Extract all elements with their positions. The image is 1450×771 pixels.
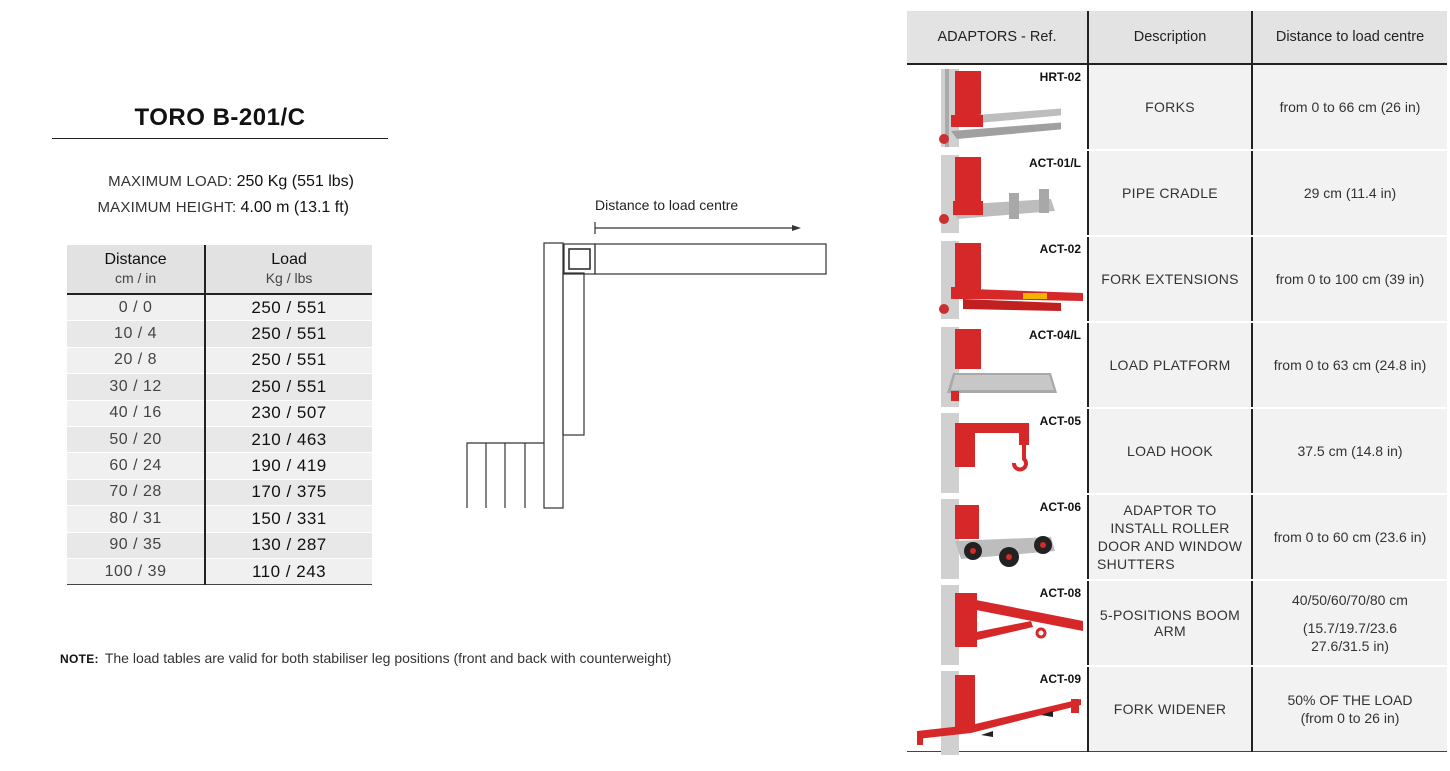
- adaptor-description: FORK WIDENER: [1088, 666, 1253, 752]
- adaptor-distance: from 0 to 63 cm (24.8 in): [1252, 322, 1447, 409]
- adaptor-image-cell: ACT-08: [907, 580, 1089, 667]
- roller-door-adaptor-icon: [941, 499, 1055, 579]
- max-load-spec: MAXIMUM LOAD: 250 Kg (551 lbs): [64, 173, 354, 191]
- adaptor-image-cell: ACT-04/L: [907, 322, 1089, 409]
- adaptor-image-cell: HRT-02: [907, 64, 1089, 151]
- diagram-label: Distance to load centre: [595, 197, 739, 213]
- adaptor-description: LOAD HOOK: [1088, 408, 1253, 495]
- table-row: ACT-05 LOAD HOOK 37.5 cm (14.8 in): [907, 408, 1447, 495]
- adaptor-distance-header: Distance to load centre: [1252, 11, 1447, 65]
- adaptor-ref: ACT-04/L: [1028, 328, 1081, 342]
- distance-header: Distance cm / in: [67, 245, 207, 295]
- distance-arrow: [595, 224, 795, 228]
- adaptor-ref: ACT-08: [1039, 586, 1081, 600]
- adaptor-description: ADAPTOR TO INSTALL ROLLER DOOR AND WINDO…: [1088, 494, 1253, 581]
- adaptor-description: FORKS: [1088, 64, 1253, 151]
- product-title: TORO B-201/C: [134, 104, 306, 131]
- load-header: Load Kg / lbs: [205, 245, 372, 295]
- adaptor-ref: ACT-06: [1039, 500, 1081, 514]
- adaptor-distance-line: (from 0 to 26 in): [1300, 710, 1400, 726]
- adaptor-distance-line: (15.7/19.7/23.6: [1302, 620, 1398, 636]
- fork-extensions-icon: [939, 241, 1083, 319]
- load-hook-icon: [941, 413, 1029, 493]
- boom-arm-icon: [941, 585, 1083, 665]
- max-height-spec: MAXIMUM HEIGHT: 4.00 m (13.1 ft): [59, 199, 349, 217]
- adaptor-distance: from 0 to 66 cm (26 in): [1252, 64, 1447, 151]
- adaptor-distance-line: 27.6/31.5 in): [1311, 638, 1389, 654]
- adaptor-distance: from 0 to 100 cm (39 in): [1252, 236, 1447, 323]
- adaptor-distance: from 0 to 60 cm (23.6 in): [1252, 494, 1447, 581]
- note: NOTE: The load tables are valid for both …: [60, 650, 671, 666]
- adaptor-ref: ACT-05: [1039, 414, 1081, 428]
- table-row: ACT-09 FORK WIDENER 50% OF THE LOAD (fro…: [907, 666, 1447, 755]
- title-divider: [52, 138, 388, 139]
- max-load-label: MAXIMUM LOAD:: [108, 173, 233, 190]
- max-height-value: 4.00 m (13.1 ft): [240, 199, 350, 216]
- load-centre-diagram: [466, 222, 827, 509]
- table-row: ACT-01/L PIPE CRADLE 29 cm (11.4 in): [907, 150, 1447, 237]
- adaptor-image-cell: ACT-01/L: [907, 150, 1089, 237]
- adaptor-ref-header: ADAPTORS - Ref.: [907, 11, 1089, 65]
- note-text: The load tables are valid for both stabi…: [104, 650, 672, 666]
- max-height-label: MAXIMUM HEIGHT:: [97, 199, 237, 216]
- adaptor-image-cell: ACT-06: [907, 494, 1089, 581]
- adaptor-description-header: Description: [1088, 11, 1253, 65]
- note-label: NOTE:: [60, 652, 99, 666]
- adaptor-ref: HRT-02: [1039, 70, 1081, 84]
- adaptor-distance: 37.5 cm (14.8 in): [1252, 408, 1447, 495]
- adaptor-ref: ACT-02: [1039, 242, 1081, 256]
- adaptor-distance: 50% OF THE LOAD (from 0 to 26 in): [1252, 666, 1447, 752]
- adaptor-description: FORK EXTENSIONS: [1088, 236, 1253, 323]
- adaptor-ref: ACT-01/L: [1028, 156, 1081, 170]
- table-row: HRT-02 FORKS from 0 to 66 cm (26 in): [907, 64, 1447, 151]
- table-row: ACT-08 5-POSITIONS BOOM ARM 40/50/60/70/…: [907, 580, 1447, 667]
- adaptor-image-cell: ACT-02: [907, 236, 1089, 323]
- adaptor-ref: ACT-09: [1039, 672, 1081, 686]
- adaptors-table: ADAPTORS - Ref. Description Distance to …: [907, 11, 1447, 755]
- max-load-value: 250 Kg (551 lbs): [236, 173, 354, 190]
- adaptor-image-cell: ACT-09: [907, 666, 1089, 755]
- adaptor-distance-line: 40/50/60/70/80 cm: [1292, 592, 1408, 608]
- table-row: ACT-04/L LOAD PLATFORM from 0 to 63 cm (…: [907, 322, 1447, 409]
- adaptor-distance: 40/50/60/70/80 cm (15.7/19.7/23.6 27.6/3…: [1252, 580, 1447, 667]
- table-row: ACT-02 FORK EXTENSIONS from 0 to 100 cm …: [907, 236, 1447, 323]
- adaptor-description: PIPE CRADLE: [1088, 150, 1253, 237]
- adaptor-image-cell: ACT-05: [907, 408, 1089, 495]
- adaptor-description: LOAD PLATFORM: [1088, 322, 1253, 409]
- adaptor-distance: 29 cm (11.4 in): [1252, 150, 1447, 237]
- adaptor-description: 5-POSITIONS BOOM ARM: [1088, 580, 1253, 667]
- adaptor-distance-line: 50% OF THE LOAD: [1287, 692, 1413, 708]
- load-platform-icon: [941, 327, 1057, 407]
- pipe-cradle-icon: [939, 155, 1055, 233]
- table-row: ACT-06 ADAPTOR TO INSTALL ROLLER DOOR AN…: [907, 494, 1447, 581]
- fork-widener-icon: [917, 671, 1081, 755]
- forks-icon: [939, 69, 1061, 147]
